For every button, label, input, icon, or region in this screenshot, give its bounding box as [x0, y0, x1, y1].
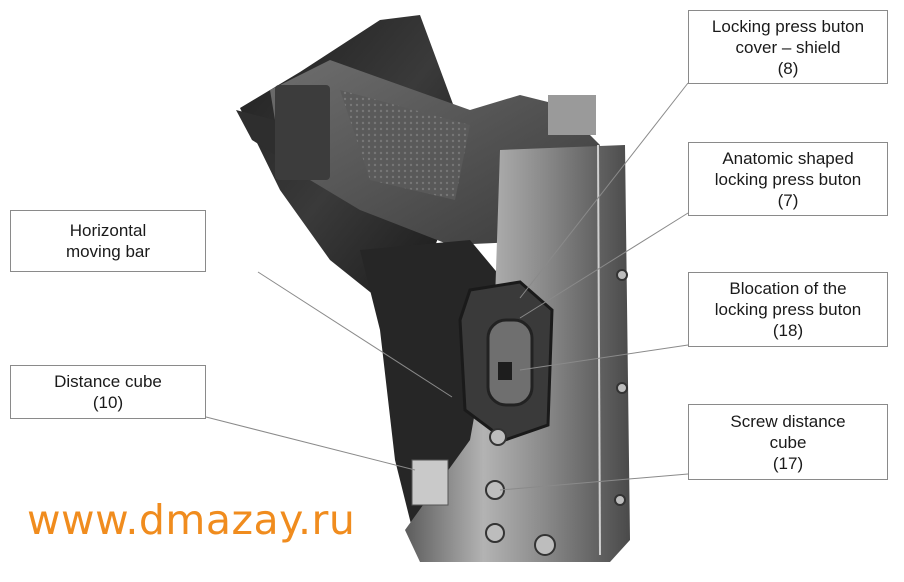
- callout-text: (18): [772, 321, 804, 340]
- callout-distance-cube: Distance cube (10): [10, 365, 206, 419]
- leader-distance-cube: [205, 416, 416, 471]
- callout-text: (8): [777, 58, 799, 78]
- leader-anatomic: [519, 212, 689, 319]
- watermark-url: www.dmazay.ru: [27, 496, 356, 544]
- callout-horizontal-moving-bar: Horizontal moving bar: [10, 210, 206, 272]
- callout-anatomic-shaped-button: Anatomic shaped locking press buton (7): [688, 142, 888, 216]
- leader-screw-cube: [499, 473, 689, 491]
- leader-blocation: [519, 344, 689, 371]
- callout-text: cover – shield: [735, 37, 841, 57]
- callout-text: Distance cube: [54, 372, 162, 391]
- callout-text: Locking press buton: [711, 16, 865, 36]
- callout-text: Blocation of the: [729, 279, 847, 298]
- leader-horizontal-bar: [257, 271, 453, 398]
- callout-text: (17): [772, 453, 804, 473]
- callout-text: (7): [777, 190, 799, 210]
- callout-screw-distance-cube: Screw distance cube (17): [688, 404, 888, 480]
- leader-locking-cover: [519, 82, 689, 299]
- callout-text: locking press buton: [714, 169, 862, 189]
- callout-text: (10): [92, 393, 124, 412]
- slide-rear: [548, 95, 596, 135]
- grip-texture: [340, 90, 470, 200]
- callout-text: Screw distance: [730, 411, 846, 431]
- callout-text: locking press buton: [714, 300, 862, 319]
- callout-blocation-locking-button: Blocation of the locking press buton (18…: [688, 272, 888, 347]
- distance-cube-shape: [411, 459, 449, 506]
- callout-text: moving bar: [65, 242, 151, 261]
- callout-text: cube: [769, 432, 807, 452]
- callout-locking-press-button-cover: Locking press buton cover – shield (8): [688, 10, 888, 84]
- magazine-base: [275, 85, 330, 180]
- callout-text: Anatomic shaped: [722, 148, 854, 168]
- callout-text: Horizontal: [69, 221, 147, 240]
